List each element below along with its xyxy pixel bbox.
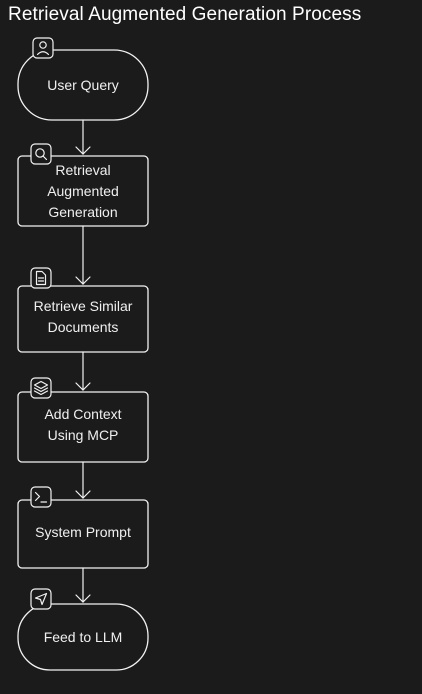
node-user-query xyxy=(17,49,149,121)
user-icon xyxy=(32,37,54,59)
node-label-line: Augmented xyxy=(47,183,119,199)
arrow-5 xyxy=(75,567,91,603)
connectors xyxy=(75,119,91,603)
arrow-3 xyxy=(75,351,91,391)
label-user-query: User Query xyxy=(18,75,148,96)
send-icon xyxy=(30,588,52,610)
node-label-line: Using MCP xyxy=(47,427,119,443)
node-label-line: Retrieval xyxy=(55,162,111,178)
arrow-4 xyxy=(75,461,91,499)
node-label-line: User Query xyxy=(47,77,119,93)
search-icon xyxy=(30,143,52,165)
document-icon xyxy=(30,267,52,289)
node-add-context xyxy=(17,391,149,463)
node-label-line: System Prompt xyxy=(35,524,131,540)
node-label-line: Add Context xyxy=(44,406,122,422)
node-label-line: Documents xyxy=(47,319,119,335)
arrow-1 xyxy=(75,119,91,155)
node-feed-llm xyxy=(17,603,149,671)
diagram-title: Retrieval Augmented Generation Process xyxy=(8,4,362,25)
terminal-icon xyxy=(30,486,52,508)
node-label-line: Generation xyxy=(48,204,118,220)
arrow-2 xyxy=(75,225,91,285)
layers-icon xyxy=(30,377,52,399)
label-system-prompt: System Prompt xyxy=(18,522,148,543)
node-retrieve xyxy=(17,285,149,353)
label-feed-llm: Feed to LLM xyxy=(18,627,148,648)
node-label-line: Feed to LLM xyxy=(43,629,123,645)
node-system-prompt xyxy=(17,499,149,569)
node-rag xyxy=(17,155,149,227)
node-label-line: Retrieve Similar xyxy=(33,298,133,314)
